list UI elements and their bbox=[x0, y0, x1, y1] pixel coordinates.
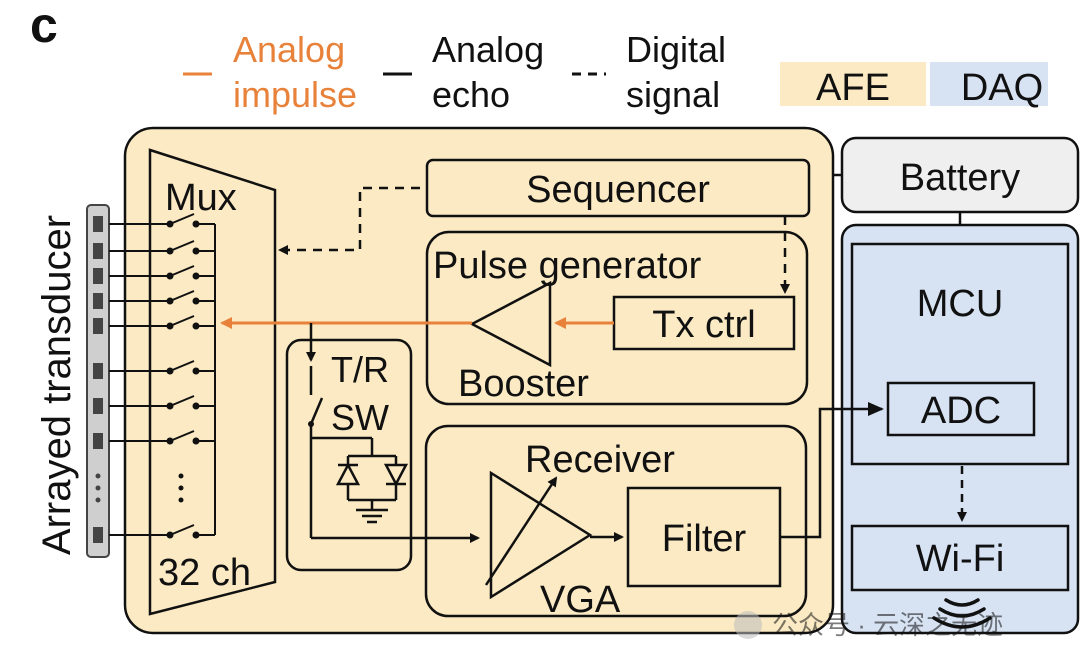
filter-label: Filter bbox=[662, 518, 747, 560]
tr-switch-node bbox=[308, 421, 314, 427]
filter-to-adc-link bbox=[780, 402, 884, 539]
adc-label: ADC bbox=[921, 390, 1001, 432]
watermark-text: 公众号 · 云深之无迹 bbox=[772, 610, 1003, 640]
transducer-label: Arrayed transducer bbox=[35, 215, 79, 555]
legend-daq-label: DAQ bbox=[961, 67, 1043, 109]
wifi-label: Wi-Fi bbox=[916, 538, 1005, 580]
legend-digital-label-1: Digital bbox=[626, 29, 726, 70]
tr-switch-wiring bbox=[306, 323, 409, 538]
transducer-array bbox=[86, 204, 110, 558]
mux-switches bbox=[109, 213, 216, 539]
legend-afe-swatch bbox=[780, 62, 926, 106]
sequencer-block bbox=[425, 158, 811, 218]
legend-digital-label-2: signal bbox=[626, 74, 720, 115]
watermark: 公众号 · 云深之无迹 bbox=[734, 610, 1003, 640]
afe-block bbox=[123, 126, 835, 635]
panel-letter: c bbox=[30, 0, 58, 53]
mux-channels: 32 ch bbox=[158, 552, 251, 594]
booster-amplifier bbox=[469, 280, 552, 368]
legend: Analog impulse Analog echo Digital signa… bbox=[183, 29, 1048, 115]
legend-afe-label: AFE bbox=[816, 67, 890, 109]
daq-block bbox=[840, 223, 1080, 635]
tr-switch-label-1: T/R bbox=[331, 349, 389, 390]
receiver-title: Receiver bbox=[525, 439, 675, 481]
adc-block bbox=[886, 381, 1036, 437]
tr-switch-label-2: SW bbox=[331, 397, 389, 438]
transducer-elements bbox=[93, 216, 103, 543]
mcu-block bbox=[850, 242, 1070, 466]
legend-analog-echo-label-1: Analog bbox=[432, 29, 544, 70]
sequencer-label: Sequencer bbox=[526, 169, 710, 211]
mux-title: Mux bbox=[165, 177, 237, 219]
tx-ctrl-label: Tx ctrl bbox=[652, 304, 755, 346]
vga-amplifier bbox=[489, 470, 593, 600]
legend-analog-impulse-label-2: impulse bbox=[233, 74, 357, 115]
legend-daq-swatch bbox=[930, 62, 1048, 106]
booster-label: Booster bbox=[458, 363, 589, 405]
sequencer-to-mux-link bbox=[278, 186, 420, 255]
legend-analog-echo-label-2: echo bbox=[432, 74, 510, 115]
vga-gain-arrow bbox=[484, 476, 558, 586]
pulse-generator-title: Pulse generator bbox=[433, 245, 702, 287]
battery-label: Battery bbox=[900, 157, 1020, 199]
receiver-block bbox=[424, 424, 808, 618]
mux-block bbox=[148, 148, 277, 616]
wireless-signal-icon bbox=[932, 598, 992, 629]
wechat-logo-icon bbox=[734, 611, 762, 639]
wifi-block bbox=[850, 524, 1070, 592]
legend-analog-impulse-label-1: Analog bbox=[233, 29, 345, 70]
pulse-generator-block bbox=[425, 230, 809, 406]
vga-label: VGA bbox=[540, 579, 621, 621]
tr-switch-block bbox=[285, 338, 413, 572]
mcu-label: MCU bbox=[917, 283, 1004, 325]
